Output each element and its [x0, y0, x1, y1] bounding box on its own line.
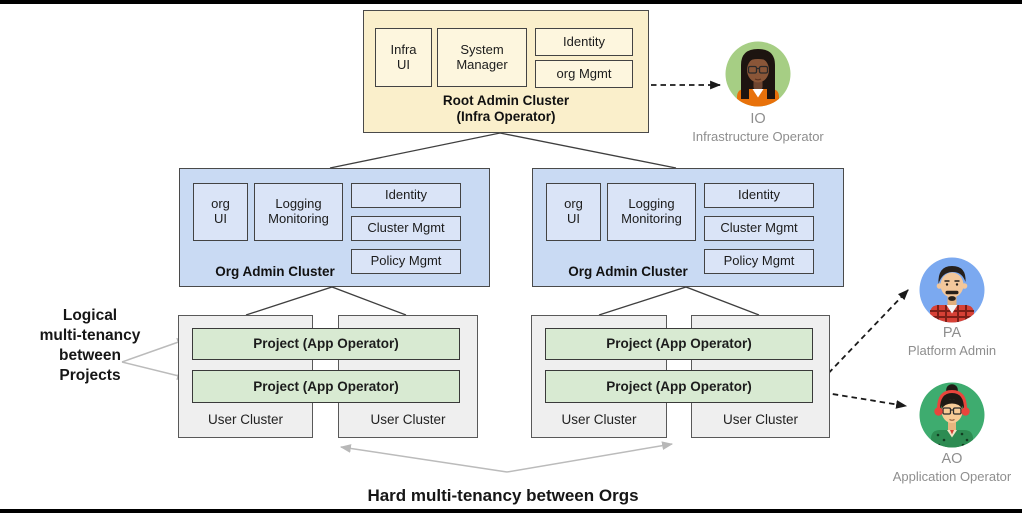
project-label: Project (App Operator) [253, 378, 399, 394]
component-label: Cluster Mgmt [367, 220, 445, 236]
component-label: Identity [385, 187, 427, 203]
component-cluster-mgmt: Cluster Mgmt [704, 216, 814, 241]
component-label: Policy Mgmt [370, 253, 442, 269]
user-cluster-label: User Cluster [722, 412, 798, 428]
io-caption: IO Infrastructure Operator [658, 110, 858, 145]
component-label: System Manager [456, 41, 508, 72]
root-cluster-title: Root Admin Cluster (Infra Operator) [364, 93, 648, 125]
bottom-border-bar [0, 509, 1022, 513]
component-system-manager: System Manager [437, 28, 527, 87]
user-cluster-label: User Cluster [207, 412, 283, 428]
component-label: org Mgmt [556, 65, 612, 81]
ao-avatar-icon [919, 382, 985, 448]
component-label: Logging Monitoring [621, 196, 682, 226]
org-admin-cluster-1: org UI Logging Monitoring Identity Clust… [179, 168, 490, 287]
project-bar: Project (App Operator) [192, 328, 460, 360]
persona-abbr: AO [941, 451, 963, 467]
root-admin-cluster: Infra UI System Manager Identity org Mgm… [363, 10, 649, 133]
line-root-to-orgs [329, 132, 677, 169]
component-org-ui: org UI [546, 183, 601, 241]
project-label: Project (App Operator) [253, 336, 399, 352]
component-label: Policy Mgmt [723, 253, 795, 269]
project-label: Project (App Operator) [606, 378, 752, 394]
persona-abbr: PA [942, 325, 962, 341]
persona-role: Infrastructure Operator [692, 129, 824, 144]
project-label: Project (App Operator) [606, 336, 752, 352]
org-cluster-title: Org Admin Cluster [215, 263, 335, 279]
arrow-hard-right [506, 441, 674, 473]
component-org-mgmt: org Mgmt [535, 60, 633, 88]
top-border-bar [0, 0, 1022, 4]
user-cluster-label: User Cluster [561, 412, 637, 428]
root-cluster-title-line2: (Infra Operator) [456, 109, 556, 125]
project-bar: Project (App Operator) [192, 370, 460, 403]
component-identity: Identity [704, 183, 814, 208]
component-policy-mgmt: Policy Mgmt [351, 249, 461, 274]
component-policy-mgmt: Policy Mgmt [704, 249, 814, 274]
label-line: multi-tenancy [39, 327, 141, 344]
line-org1-to-user-clusters [245, 286, 407, 316]
arrow-hard-left [339, 444, 508, 473]
project-bar: Project (App Operator) [545, 328, 813, 360]
component-label: Infra UI [390, 41, 417, 72]
component-infra-ui: Infra UI [375, 28, 432, 87]
org-admin-cluster-2: org UI Logging Monitoring Identity Clust… [532, 168, 844, 287]
component-org-ui: org UI [193, 183, 248, 241]
org-cluster-title: Org Admin Cluster [568, 263, 688, 279]
component-logging-monitoring: Logging Monitoring [607, 183, 696, 241]
hard-multitenancy-label: Hard multi-tenancy between Orgs [367, 486, 639, 505]
component-cluster-mgmt: Cluster Mgmt [351, 216, 461, 241]
label-line: between [58, 347, 121, 364]
pa-avatar-icon [919, 257, 985, 323]
persona-abbr: IO [750, 111, 766, 127]
label-line: Logical [62, 307, 118, 324]
component-label: Identity [738, 187, 780, 203]
pa-caption: PA Platform Admin [852, 324, 1022, 359]
component-logging-monitoring: Logging Monitoring [254, 183, 343, 241]
component-label: org UI [211, 196, 230, 226]
persona-role: Platform Admin [907, 343, 997, 358]
component-label: org UI [564, 196, 583, 226]
component-label: Cluster Mgmt [720, 220, 798, 236]
line-org2-to-user-clusters [598, 286, 760, 316]
logical-multitenancy-label: Logical multi-tenancy between Projects [8, 306, 172, 386]
project-bar: Project (App Operator) [545, 370, 813, 403]
persona-role: Application Operator [892, 469, 1012, 484]
io-avatar-icon [725, 41, 791, 107]
component-label: Identity [563, 33, 605, 49]
component-identity: Identity [535, 28, 633, 56]
label-line: Projects [59, 367, 121, 384]
root-cluster-title-line1: Root Admin Cluster [442, 93, 570, 108]
ao-caption: AO Application Operator [852, 450, 1022, 485]
user-cluster-label: User Cluster [370, 412, 446, 428]
component-label: Logging Monitoring [268, 196, 329, 226]
component-identity: Identity [351, 183, 461, 208]
